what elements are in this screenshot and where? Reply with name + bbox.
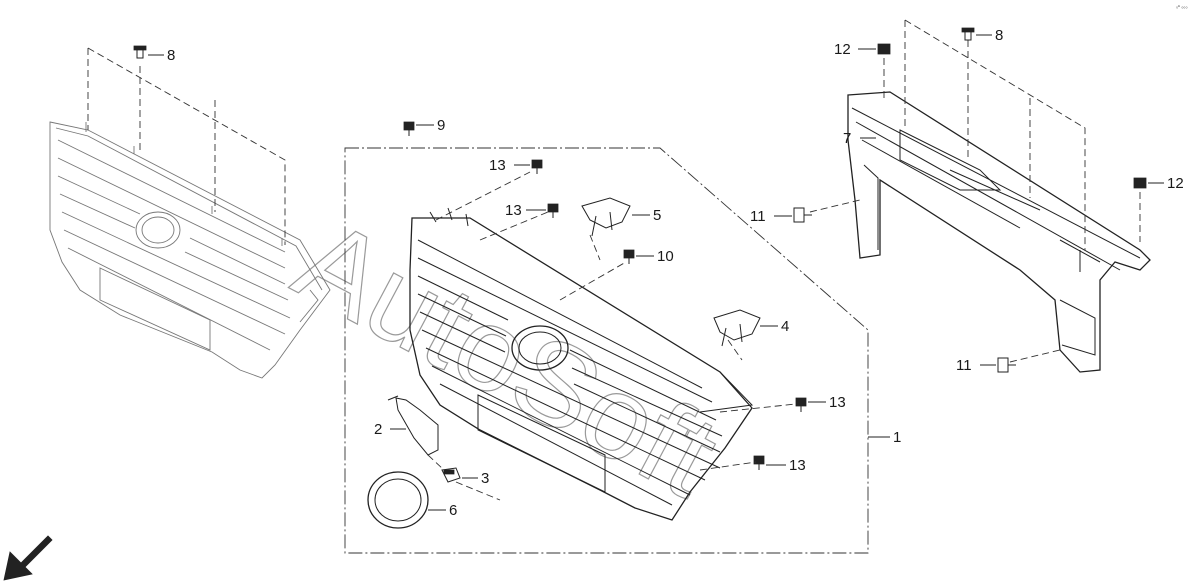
callout-13-right: 13 — [829, 394, 846, 411]
center-phantom-frame — [344, 147, 869, 554]
part-7-support — [847, 91, 1151, 373]
screw-13-right — [795, 397, 807, 412]
callout-8-right: 8 — [995, 27, 1003, 44]
reference-dash-lines — [87, 47, 286, 245]
callout-12-right: 12 — [1167, 175, 1184, 192]
center-dash-lines — [427, 171, 797, 501]
screw-10 — [623, 249, 635, 264]
callout-5: 5 — [653, 207, 661, 224]
callout-1: 1 — [893, 429, 901, 446]
corner-mark: ₀ᵉ ₀₀₀ — [1176, 4, 1188, 10]
screw-9 — [403, 121, 415, 136]
part-4-bracket — [713, 309, 761, 347]
callout-13-lower: 13 — [789, 457, 806, 474]
callout-13-top: 13 — [489, 157, 506, 174]
callout-13-second: 13 — [505, 202, 522, 219]
callout-4: 4 — [781, 318, 789, 335]
radiator-grille-1 — [409, 207, 754, 521]
screw-13-second — [547, 203, 559, 218]
right-dash-lines — [809, 19, 1141, 363]
front-direction-arrow-icon — [3, 535, 53, 581]
callout-7: 7 — [843, 130, 851, 147]
nut-12-right — [1133, 177, 1147, 189]
callout-10: 10 — [657, 248, 674, 265]
leader-lines — [148, 34, 1164, 511]
callout-11-lower: 11 — [956, 357, 972, 374]
part-3-clip — [441, 467, 461, 483]
part-5-bracket — [581, 197, 631, 237]
callout-3: 3 — [481, 470, 489, 487]
callout-2: 2 — [374, 421, 382, 438]
callout-11-upper: 11 — [750, 208, 766, 225]
clip-8-right — [961, 27, 975, 41]
callout-9: 9 — [437, 117, 445, 134]
callout-8-left: 8 — [167, 47, 175, 64]
bolt-11-upper — [793, 207, 812, 223]
reference-grille-outline — [49, 121, 331, 379]
screw-13-lower — [753, 455, 765, 470]
nut-12-top — [877, 43, 891, 55]
screw-13-top — [531, 159, 543, 174]
callout-6: 6 — [449, 502, 457, 519]
part-2-bracket — [387, 395, 439, 456]
part-6-fog-ring — [367, 471, 429, 529]
bolt-11-lower — [997, 357, 1016, 373]
clip-8-left — [133, 45, 147, 59]
callout-12-top: 12 — [834, 41, 851, 58]
